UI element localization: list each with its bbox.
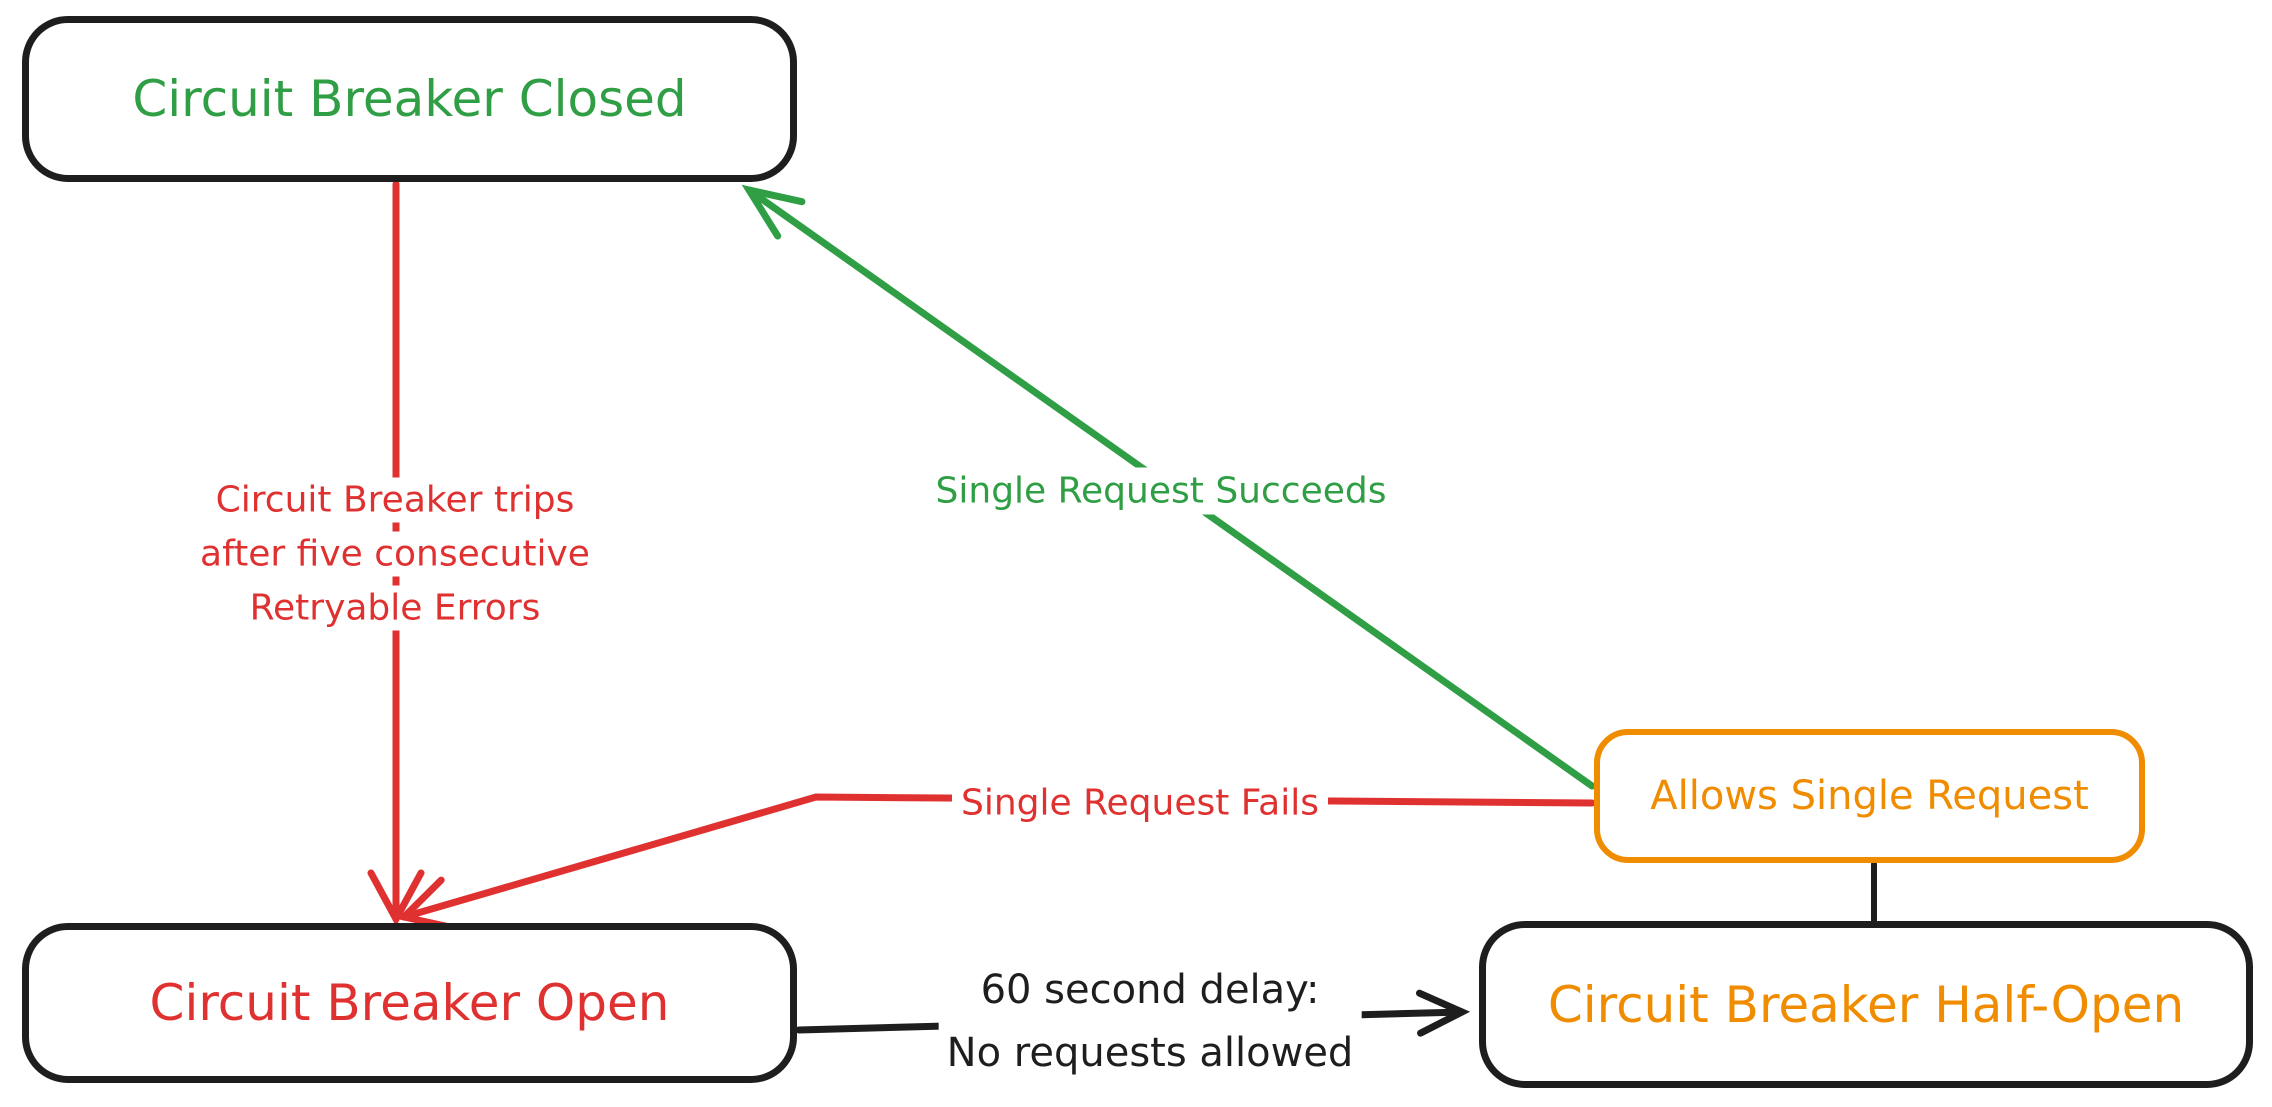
edge-label-delay: 60 second delay: No requests allowed xyxy=(938,959,1362,1085)
edge-label-trip-line-2: after five consecutive xyxy=(195,531,595,577)
edge-label-trip-line-3: Retryable Errors xyxy=(244,585,546,631)
node-allows-single-request-label: Allows Single Request xyxy=(1650,773,2089,819)
node-allows-single-request: Allows Single Request xyxy=(1594,729,2145,863)
edge-label-succeed: Single Request Succeeds xyxy=(926,467,1396,515)
edge-label-delay-line-1: 60 second delay: xyxy=(980,967,1320,1013)
edge-fail-arrow xyxy=(396,793,1596,932)
edge-label-delay-line-2: No requests allowed xyxy=(946,1030,1354,1076)
node-circuit-breaker-half-open: Circuit Breaker Half-Open xyxy=(1479,921,2253,1088)
node-circuit-breaker-closed: Circuit Breaker Closed xyxy=(22,16,797,182)
node-circuit-breaker-half-open-label: Circuit Breaker Half-Open xyxy=(1547,975,2185,1034)
edge-label-trip-line-1: Circuit Breaker trips xyxy=(210,477,580,523)
node-circuit-breaker-open-label: Circuit Breaker Open xyxy=(149,974,670,1032)
edge-label-fail: Single Request Fails xyxy=(951,779,1329,827)
node-circuit-breaker-closed-label: Circuit Breaker Closed xyxy=(132,70,687,128)
node-circuit-breaker-open: Circuit Breaker Open xyxy=(22,923,797,1083)
edge-label-trip: Circuit Breaker trips after five consecu… xyxy=(195,477,595,631)
